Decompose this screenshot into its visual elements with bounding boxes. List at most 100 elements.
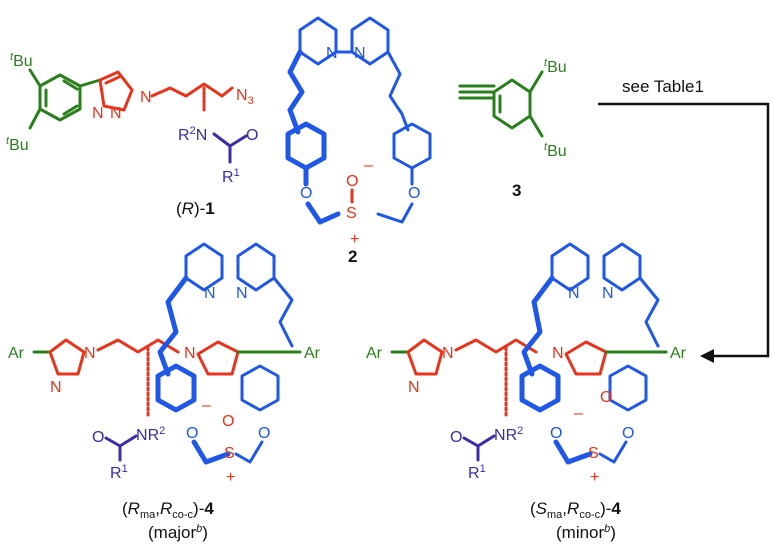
right-arm xyxy=(272,276,294,348)
linker-left xyxy=(553,439,593,465)
sulfur: S xyxy=(224,445,235,462)
ether-o: O xyxy=(622,425,634,442)
right-arm xyxy=(638,276,660,348)
pyridine-right xyxy=(236,242,276,292)
tbu-label-bottom: tBu xyxy=(6,135,29,154)
r1-label: R1 xyxy=(110,463,128,482)
triazole-ring-right xyxy=(196,340,240,376)
ether-o-left: O xyxy=(300,185,312,202)
phenyl-right xyxy=(240,364,280,412)
ar-left: Ar xyxy=(366,345,383,362)
compound-1: tBu tBu N N N N3 R2N O R1 (R)-1 xyxy=(6,51,258,218)
tbu-bond xyxy=(528,70,544,94)
r2n-label: R2N xyxy=(178,125,207,144)
r1-label: R1 xyxy=(222,167,240,186)
linker-left xyxy=(191,439,231,465)
phenyl-right xyxy=(392,122,432,170)
ether-o-right: O xyxy=(408,185,420,202)
sulfur: S xyxy=(588,445,599,462)
phenyl-right xyxy=(608,364,648,412)
sulfoxide-minus: – xyxy=(202,397,211,414)
sulfoxide-minus: – xyxy=(364,157,373,174)
amide-bond xyxy=(462,434,496,448)
compound-2-label: 2 xyxy=(348,247,357,266)
phenyl-left xyxy=(285,121,327,171)
sulfoxide-o: O xyxy=(600,389,612,406)
tbu-bond xyxy=(28,68,42,88)
linker-right xyxy=(376,202,414,224)
nr2-label: NR2 xyxy=(494,425,523,444)
pyridine-n: N xyxy=(602,285,614,302)
pyridine-right xyxy=(602,242,642,292)
reaction-condition-label: see Table1 xyxy=(622,77,704,96)
triazole-ring xyxy=(98,70,134,112)
triazole-n2: N xyxy=(110,105,122,122)
phenyl-left xyxy=(519,363,561,413)
triazole-ring xyxy=(48,338,86,376)
compound-3: tBu tBu 3 xyxy=(458,57,567,200)
phenyl-left xyxy=(155,363,197,413)
triazole-n1: N xyxy=(140,89,152,106)
pyridine-left xyxy=(184,242,224,292)
triazole-n: N xyxy=(442,345,454,362)
left-arm xyxy=(157,275,189,377)
sulfur-plus: + xyxy=(226,469,235,486)
tbu-bond xyxy=(528,114,544,138)
amide-bond xyxy=(104,434,138,448)
triazole-ring xyxy=(406,338,444,376)
tbu-label-top: tBu xyxy=(10,51,33,70)
linker-right xyxy=(234,440,264,464)
left-arm xyxy=(521,275,555,377)
ar-left: Ar xyxy=(8,345,25,362)
minor-note: (minorb) xyxy=(556,523,616,542)
aryl-triazole-bond xyxy=(78,78,102,88)
tbu-bond xyxy=(28,107,42,130)
sulfoxide-o: O xyxy=(222,413,234,430)
tbu-label-3-bottom: tBu xyxy=(544,141,567,160)
nr2-label: NR2 xyxy=(136,425,165,444)
triazole-ring-right xyxy=(564,340,608,376)
amide-o: O xyxy=(246,127,258,144)
linker-left xyxy=(305,201,341,225)
pyridine-n: N xyxy=(236,285,248,302)
triazole-double-bond xyxy=(104,75,121,85)
compound-1-label: (R)-1 xyxy=(176,199,215,218)
product-4-minor: Ar N N N Ar N N O O S + O – O NR2 R1 (Sm… xyxy=(366,242,687,542)
amide-bond xyxy=(212,132,248,148)
ar-right: Ar xyxy=(304,345,321,362)
sulfur-atom: S xyxy=(346,205,357,222)
pyridine-n: N xyxy=(204,285,216,302)
sulfur-plus: + xyxy=(590,469,599,486)
triazole-n: N xyxy=(50,379,62,396)
sulfur-plus: + xyxy=(350,231,359,248)
reaction-arrow: see Table1 xyxy=(598,77,770,363)
triazole-n: N xyxy=(408,379,420,396)
arrow-head xyxy=(700,349,714,363)
r1-label: R1 xyxy=(468,463,486,482)
alkyl-chain xyxy=(150,82,234,98)
compound-2: N N O O S + O – 2 xyxy=(285,16,432,266)
minor-label: (Sma,Rco-c)-4 xyxy=(530,499,621,521)
pyridine-left xyxy=(550,242,590,292)
ether-o: O xyxy=(550,425,562,442)
chain xyxy=(454,338,538,354)
linker-right xyxy=(598,440,628,464)
aryl-double-bond xyxy=(62,79,79,91)
aryl-double-bond xyxy=(62,104,79,116)
ether-o: O xyxy=(258,425,270,442)
triazole-n3: N xyxy=(92,105,104,122)
product-4-major: Ar N N N Ar N N O O S + O – O NR2 R1 (Rm… xyxy=(8,242,321,542)
triazole-n: N xyxy=(84,345,96,362)
sulfoxide-o: O xyxy=(346,173,358,190)
triazole-n-right: N xyxy=(184,345,196,362)
sulfoxide-minus: – xyxy=(574,405,583,422)
triazole-n-right: N xyxy=(552,345,564,362)
ar-right: Ar xyxy=(670,345,687,362)
major-note: (majorb) xyxy=(148,523,208,542)
pyridine-n: N xyxy=(568,285,580,302)
ether-o: O xyxy=(186,425,198,442)
compound-3-label: 3 xyxy=(512,181,521,200)
tbu-label-3-top: tBu xyxy=(544,57,567,76)
